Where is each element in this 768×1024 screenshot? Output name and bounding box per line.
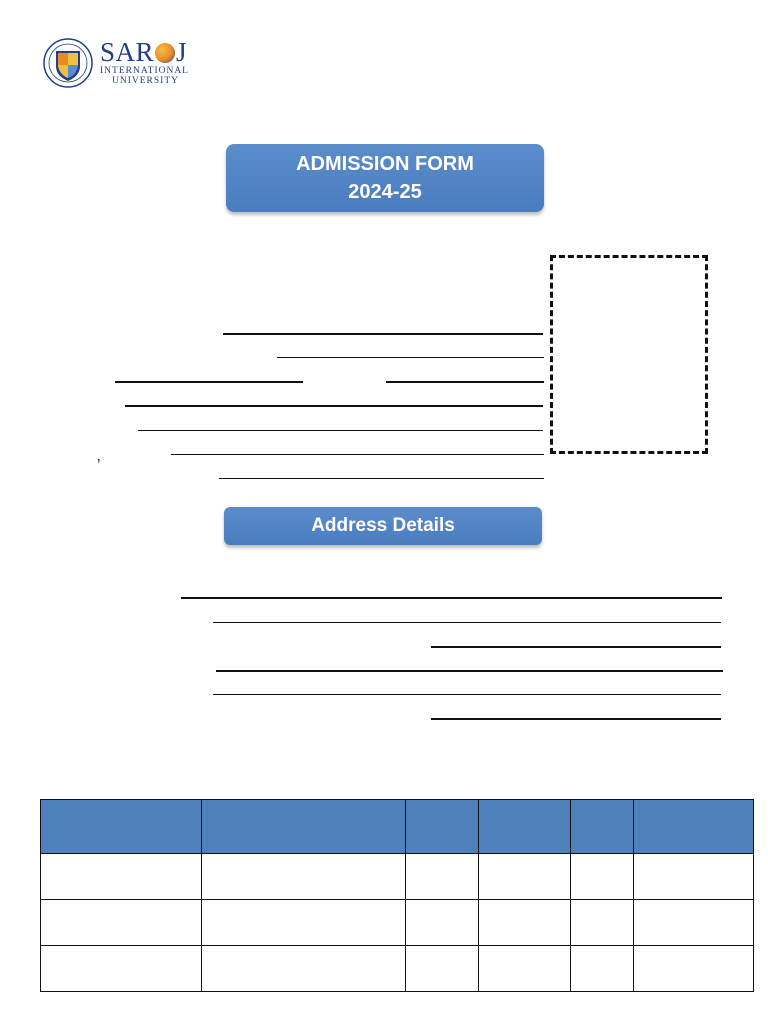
table-header-row — [40, 799, 754, 854]
admission-form-title: ADMISSION FORM 2024-25 — [226, 144, 544, 212]
table-cell[interactable] — [40, 899, 202, 946]
address-line-3[interactable] — [431, 646, 721, 648]
university-seal-icon — [43, 38, 93, 88]
table-row — [40, 899, 754, 946]
fill-line-5[interactable] — [138, 430, 543, 431]
logo-subtitle-international: INTERNATIONAL — [100, 66, 189, 76]
table-header-cell — [40, 799, 202, 854]
logo-subtitle-university: UNIVERSITY — [112, 76, 179, 86]
table-header-cell — [633, 799, 754, 854]
table-row — [40, 945, 754, 992]
title-line-1: ADMISSION FORM — [296, 153, 474, 175]
table-cell[interactable] — [570, 945, 634, 992]
title-line-2: 2024-25 — [348, 181, 422, 203]
table-cell[interactable] — [405, 899, 479, 946]
table-header-cell — [570, 799, 634, 854]
table-cell[interactable] — [633, 899, 754, 946]
university-logo — [42, 36, 192, 90]
stray-comma-mark: ’ — [97, 457, 101, 474]
address-line-2[interactable] — [213, 622, 721, 623]
table-header-cell — [201, 799, 406, 854]
table-cell[interactable] — [40, 945, 202, 992]
fill-line-3a[interactable] — [115, 381, 303, 383]
table-cell[interactable] — [405, 853, 479, 900]
fill-line-6[interactable] — [171, 454, 544, 455]
globe-icon — [155, 43, 176, 63]
table-cell[interactable] — [633, 853, 754, 900]
table-cell[interactable] — [478, 945, 571, 992]
fill-line-2[interactable] — [277, 357, 544, 358]
table-cell[interactable] — [201, 899, 406, 946]
fill-line-4[interactable] — [125, 405, 543, 407]
fill-line-7[interactable] — [219, 478, 544, 479]
table-cell[interactable] — [405, 945, 479, 992]
address-details-banner: Address Details — [224, 507, 542, 545]
address-line-5[interactable] — [213, 694, 721, 695]
table-cell[interactable] — [570, 853, 634, 900]
fill-line-3b[interactable] — [386, 381, 544, 383]
photo-placeholder-box[interactable] — [550, 255, 708, 454]
table-header-cell — [478, 799, 571, 854]
address-line-6[interactable] — [431, 718, 721, 720]
table-cell[interactable] — [201, 853, 406, 900]
table-cell[interactable] — [201, 945, 406, 992]
education-table — [40, 799, 754, 992]
table-cell[interactable] — [478, 853, 571, 900]
table-header-cell — [405, 799, 479, 854]
fill-line-1[interactable] — [223, 333, 543, 335]
table-cell[interactable] — [570, 899, 634, 946]
table-cell[interactable] — [478, 899, 571, 946]
table-cell[interactable] — [633, 945, 754, 992]
address-line-4[interactable] — [216, 670, 723, 672]
table-row — [40, 853, 754, 900]
address-line-1[interactable] — [181, 597, 722, 599]
table-cell[interactable] — [40, 853, 202, 900]
